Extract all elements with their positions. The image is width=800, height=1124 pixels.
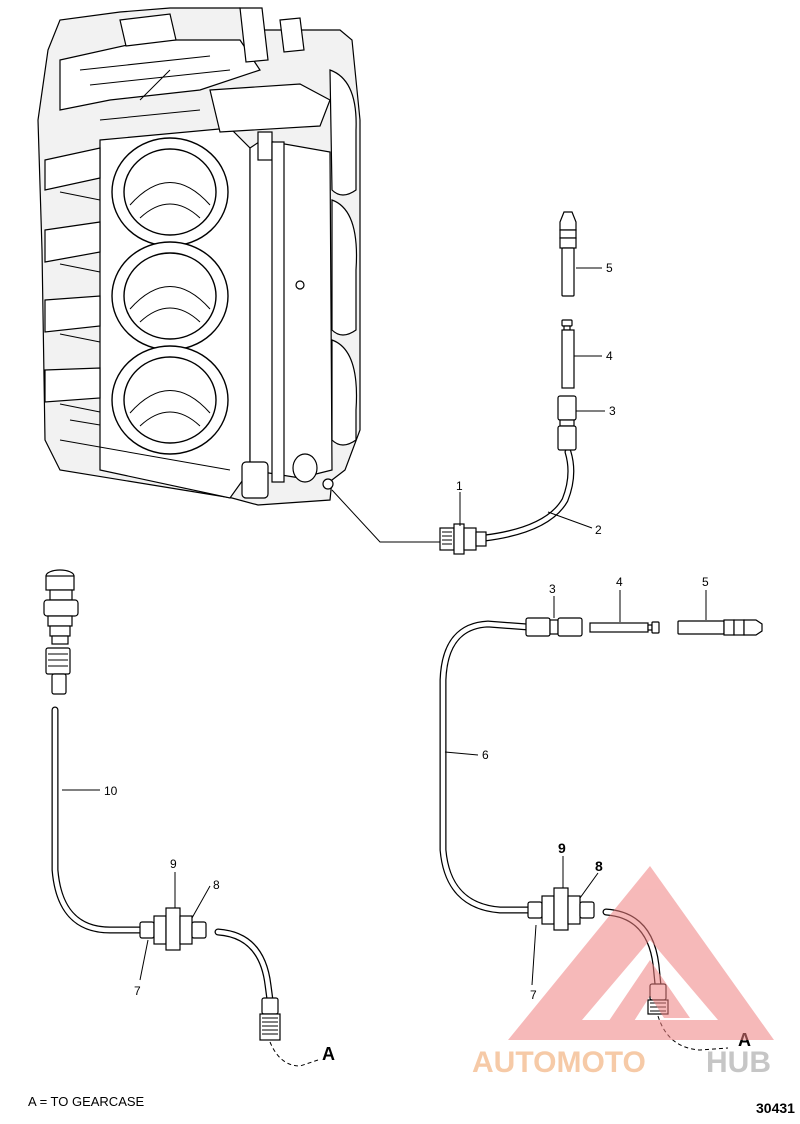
tube-5-horizontal [677,619,763,636]
watermark-logo: AUTOMOTO HUB [472,866,774,1079]
connector-3-horizontal [525,617,583,637]
callout-1: 1 [456,479,463,493]
svg-text:HUB: HUB [706,1046,771,1079]
sender-fitting-left [43,569,79,695]
leader-block-to-fitting [331,489,440,543]
callout-9-left: 9 [170,857,177,871]
hose-6 [439,620,536,914]
callout-5-right: 5 [702,575,709,589]
marker-a-left: A [322,1044,335,1064]
connector-3 [557,395,577,451]
callout-6: 6 [482,748,489,762]
pin-4-horizontal [589,621,660,634]
figure-number: 30431 [756,1100,795,1116]
pin-4 [561,319,575,389]
callout-3: 3 [609,404,616,418]
callout-4: 4 [606,349,613,363]
tube-5 [559,211,577,297]
legend-text: A = TO GEARCASE [28,1094,145,1109]
svg-text:AUTOMOTO: AUTOMOTO [472,1046,646,1079]
hose-10 [51,706,146,934]
fitting-7-8-9-right [527,887,595,931]
top-assembly: 1 2 3 4 5 [439,211,616,555]
callout-9-right: 9 [558,840,566,856]
callout-3-right: 3 [549,582,556,596]
hose-2 [481,448,575,542]
callout-7-right: 7 [530,988,537,1002]
callout-10: 10 [104,784,118,798]
callout-4-right: 4 [616,575,623,589]
callout-5: 5 [606,261,613,275]
fitting-7-8-9-left [139,907,207,951]
fitting-1 [439,523,487,555]
callout-2: 2 [595,523,602,537]
callout-8-right: 8 [595,858,603,874]
callout-7-left: 7 [134,984,141,998]
callout-8-left: 8 [213,878,220,892]
engine-block [37,7,440,543]
fitting-gearcase-left [259,997,281,1041]
left-assembly: 10 9 8 7 A [43,569,335,1067]
